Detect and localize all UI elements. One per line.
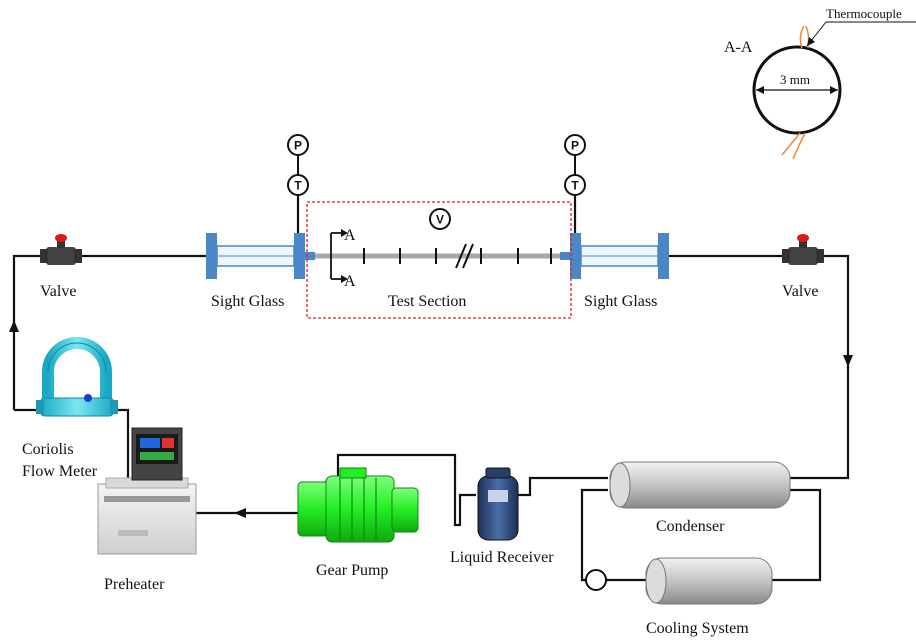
preheater-icon xyxy=(97,427,197,555)
diameter-label: 3 mm xyxy=(780,72,810,87)
voltage-gauge-icon xyxy=(429,208,451,230)
arrow-down-right xyxy=(843,355,853,367)
coriolis-label-line2: Flow Meter xyxy=(22,463,98,480)
preheater-label: Preheater xyxy=(104,576,165,593)
pipe-right-top xyxy=(668,254,850,480)
test-section-box xyxy=(306,201,572,319)
cooling-pump-icon xyxy=(585,569,607,591)
arrow-up-left xyxy=(9,320,19,332)
pipe-cooling-loop-left xyxy=(580,488,608,582)
pressure-gauge-right-label: P xyxy=(571,139,579,153)
section-marker-top: A xyxy=(344,227,356,244)
liquid-receiver-label: Liquid Receiver xyxy=(450,549,554,566)
condenser-label: Condenser xyxy=(656,518,725,535)
sight-glass-left-icon xyxy=(206,233,315,279)
pipe-condenser-receiver xyxy=(518,476,608,497)
valve-right-icon xyxy=(782,234,824,265)
section-title-label: A-A xyxy=(724,39,753,56)
coriolis-flow-meter-icon xyxy=(36,337,118,417)
valve-left-label: Valve xyxy=(40,283,76,300)
temperature-gauge-left-icon xyxy=(287,155,309,196)
liquid-receiver-icon xyxy=(477,467,519,541)
piping xyxy=(12,195,850,582)
pipe-cooling-loop-right xyxy=(770,488,822,582)
section-marker-bottom: A xyxy=(344,273,356,290)
temperature-gauge-right-icon xyxy=(564,155,586,196)
sight-glass-right-label: Sight Glass xyxy=(584,293,657,310)
arrow-left-preheater xyxy=(234,508,246,518)
condenser-icon xyxy=(609,461,791,509)
thermocouple-label: Thermocouple xyxy=(826,6,902,21)
test-section-label: Test Section xyxy=(388,293,466,310)
sight-glass-left-label: Sight Glass xyxy=(211,293,284,310)
test-tube xyxy=(315,229,560,283)
flow-arrows xyxy=(9,320,853,518)
pipe-preheater-coriolis xyxy=(108,408,130,478)
temperature-gauge-right-label: T xyxy=(571,179,579,193)
voltage-gauge-label: V xyxy=(436,213,444,227)
sight-glass-right-icon xyxy=(560,233,669,279)
cooling-system-label: Cooling System xyxy=(646,620,749,637)
pipe-left-top xyxy=(12,254,210,410)
cooling-system-icon xyxy=(645,557,773,605)
cross-section-view xyxy=(752,21,916,160)
valve-left-icon xyxy=(40,234,82,265)
temperature-gauge-left-label: T xyxy=(294,179,302,193)
coriolis-label-line1: Coriolis xyxy=(22,441,74,458)
gear-pump-icon xyxy=(297,467,419,543)
gear-pump-label: Gear Pump xyxy=(316,562,388,579)
thermocouple-wires-icon xyxy=(781,25,810,160)
pressure-gauge-left-label: P xyxy=(294,139,302,153)
valve-right-label: Valve xyxy=(782,283,818,300)
